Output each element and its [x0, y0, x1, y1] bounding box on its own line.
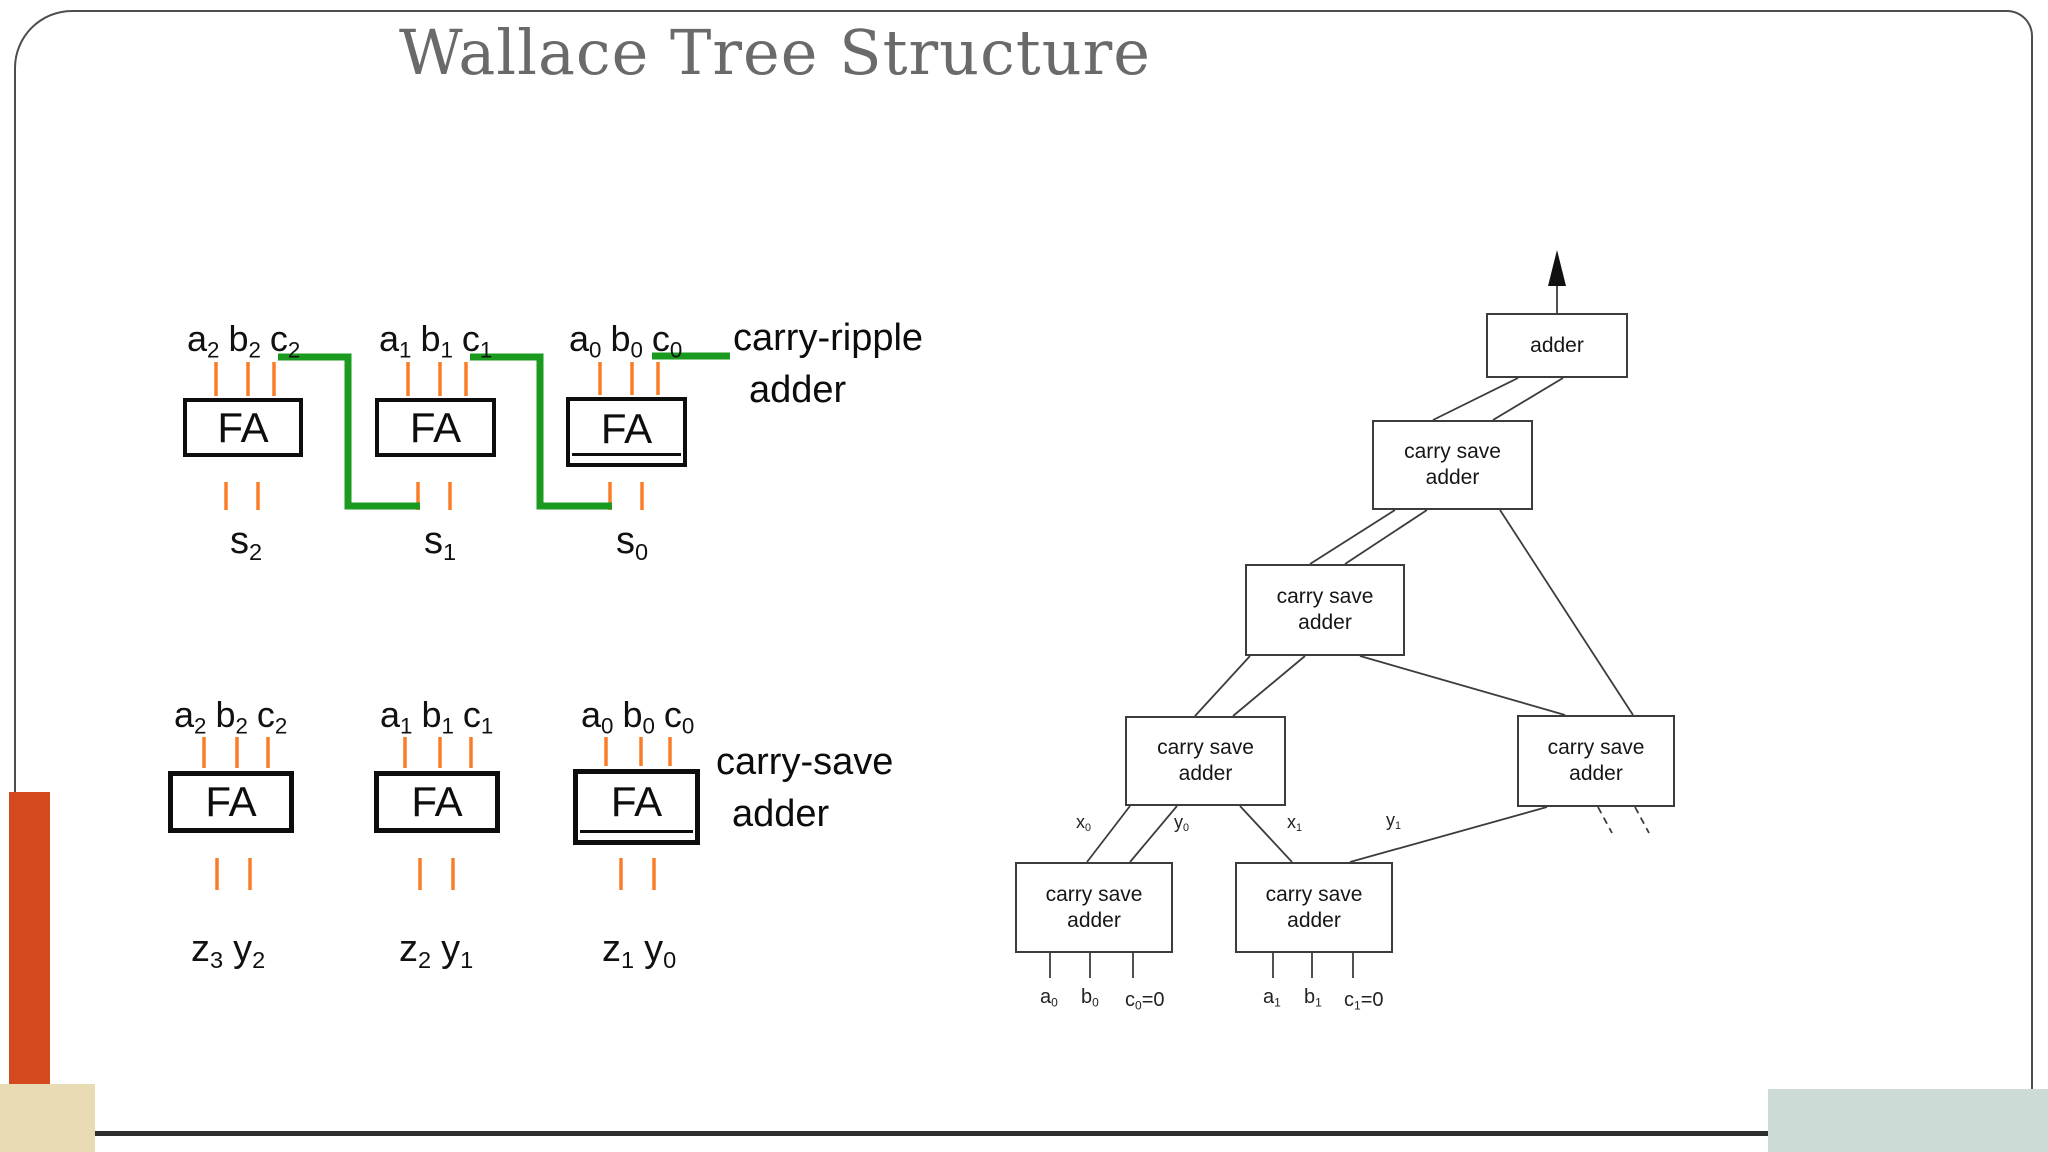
- fa-box: FA: [183, 398, 303, 457]
- csa-box: carry save adder: [1372, 420, 1533, 510]
- edge-label-y1: y1: [1386, 810, 1402, 833]
- input-label: b1: [421, 694, 454, 739]
- input-label-row: a0 b0 c0: [569, 318, 683, 363]
- input-label: c0: [651, 318, 683, 363]
- csa-box: carry save adder: [1125, 716, 1286, 806]
- tree-edge: [1344, 509, 1428, 565]
- output-label-row: z3 y2: [191, 928, 266, 974]
- sum-label: s2: [230, 520, 263, 566]
- fa-box: FA: [573, 769, 700, 845]
- fa-box: FA: [375, 398, 496, 457]
- input-label: b2: [215, 694, 248, 739]
- accent-square-beige: [0, 1084, 95, 1152]
- input-label: c2: [256, 694, 288, 739]
- input-label: c1: [462, 694, 494, 739]
- accent-bar-orange: [9, 792, 50, 1084]
- sum-label: s1: [424, 520, 457, 566]
- output-label: y1: [441, 928, 474, 974]
- input-label: b2: [228, 318, 261, 363]
- output-label: z2: [399, 928, 432, 974]
- input-label: a2: [187, 318, 220, 363]
- input-label: a0: [581, 694, 614, 739]
- input-label: b0: [622, 694, 655, 739]
- output-label: z3: [191, 928, 224, 974]
- tree-edge-y1: [1349, 806, 1548, 863]
- leaf-label: a1: [1263, 986, 1281, 1010]
- tree-edge: [1194, 655, 1251, 717]
- carry-wire: [278, 353, 420, 510]
- input-label: a1: [380, 694, 413, 739]
- input-label: a0: [569, 318, 602, 363]
- input-label-row: a2 b2 c2: [187, 318, 301, 363]
- csa-box: carry save adder: [1517, 715, 1675, 807]
- input-label-row: a1 b1 c1: [380, 694, 494, 739]
- tree-stub: [1597, 806, 1613, 834]
- carry-ripple-caption: carry-ripple adder: [733, 317, 924, 411]
- carry-wire: [470, 353, 612, 510]
- leaf-label: b1: [1304, 986, 1322, 1010]
- tree-edge-x0: [1086, 805, 1131, 863]
- adder-box: adder: [1486, 313, 1628, 378]
- leaf-label: c1=0: [1344, 989, 1384, 1013]
- input-label: c1: [461, 318, 493, 363]
- output-label-row: z2 y1: [399, 928, 474, 974]
- input-label-row: a0 b0 c0: [581, 694, 695, 739]
- carry-save-caption: carry-save adder: [716, 741, 894, 835]
- page-title: Wallace Tree Structure: [399, 16, 1151, 89]
- input-label: c2: [269, 318, 301, 363]
- fa-box: FA: [168, 771, 294, 833]
- fa-box: FA: [566, 397, 687, 467]
- input-label-row: a1 b1 c1: [379, 318, 493, 363]
- leaf-label: c0=0: [1125, 989, 1165, 1013]
- input-label: b1: [420, 318, 453, 363]
- tree-edge-x1: [1239, 805, 1293, 863]
- tree-edge: [1359, 655, 1566, 716]
- edge-label-x0: x0: [1076, 812, 1092, 835]
- tree-stub: [1634, 806, 1650, 834]
- output-label-row: z1 y0: [602, 928, 677, 974]
- leaf-label: b0: [1081, 986, 1099, 1010]
- edge-label-x1: x1: [1287, 812, 1303, 835]
- leaf-label: a0: [1040, 986, 1058, 1010]
- csa-box: carry save adder: [1235, 862, 1393, 953]
- tree-edge: [1232, 655, 1306, 717]
- tree-edge: [1432, 377, 1519, 421]
- input-label: a2: [174, 694, 207, 739]
- tree-edge: [1492, 377, 1564, 421]
- csa-box: carry save adder: [1015, 862, 1173, 953]
- tree-edge-y0: [1129, 805, 1178, 863]
- output-label: y2: [233, 928, 266, 974]
- output-label: z1: [602, 928, 635, 974]
- edge-label-y0: y0: [1174, 812, 1190, 835]
- double-line: [580, 830, 693, 833]
- output-label: y0: [644, 928, 677, 974]
- input-label-row: a2 b2 c2: [174, 694, 288, 739]
- input-label: a1: [379, 318, 412, 363]
- input-label: c0: [663, 694, 695, 739]
- input-label: b0: [610, 318, 643, 363]
- slide-frame: [14, 10, 2033, 1136]
- fa-box: FA: [374, 771, 500, 833]
- tree-edge: [1499, 509, 1634, 716]
- double-line: [572, 453, 681, 456]
- up-arrow-icon: [1548, 250, 1566, 286]
- sum-label: s0: [616, 520, 649, 566]
- tree-edge: [1309, 509, 1396, 565]
- csa-box: carry save adder: [1245, 564, 1405, 656]
- accent-rect-sage: [1768, 1089, 2048, 1152]
